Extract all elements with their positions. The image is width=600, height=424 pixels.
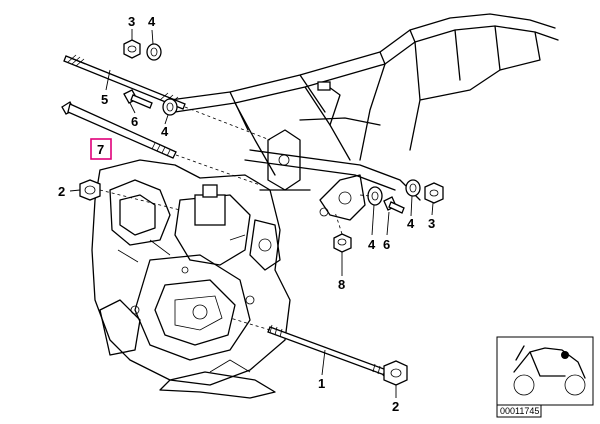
- callout-3-right: 3: [428, 216, 435, 231]
- part-4-washer-right-b: [405, 179, 421, 197]
- part-6-bolt-top: [123, 89, 153, 109]
- part-5-long-bolt: [63, 54, 186, 110]
- part-7-bolt: [61, 101, 177, 159]
- part-6-bolt-right: [383, 196, 405, 214]
- callout-4-top: 4: [148, 14, 156, 29]
- callout-5: 5: [101, 92, 108, 107]
- callout-2-upper: 2: [58, 184, 65, 199]
- leader-lines: [69, 29, 434, 398]
- callout-6-top: 6: [131, 114, 138, 129]
- part-4-washer-mid: [162, 98, 178, 116]
- callout-3-top: 3: [128, 14, 135, 29]
- callout-4-mid: 4: [161, 124, 169, 139]
- location-thumbnail: 00011745: [496, 336, 594, 418]
- callout-7: 7: [97, 142, 104, 157]
- callout-6-right: 6: [383, 237, 390, 252]
- part-2-nut-upper: [79, 179, 101, 201]
- callout-8: 8: [338, 277, 345, 292]
- part-8-cap-nut: [333, 233, 352, 253]
- motorcycle-thumbnail-icon: [513, 345, 586, 396]
- part-4-washer-right-a: [367, 186, 383, 206]
- part-3-nut-right: [424, 182, 444, 204]
- callout-4-right-a: 4: [368, 237, 376, 252]
- part-1-through-bolt: [267, 324, 393, 378]
- frame-assembly: [169, 13, 559, 221]
- callout-7-highlight-box: [90, 138, 112, 160]
- assembly-guide-lines: [99, 106, 371, 331]
- part-2-nut-lower: [383, 360, 408, 386]
- callout-4-right-b: 4: [407, 216, 415, 231]
- part-4-washer-top: [146, 43, 162, 61]
- callout-2-lower: 2: [392, 399, 399, 414]
- engine-block: [91, 159, 291, 399]
- thumbnail-reference-number: 00011745: [500, 406, 539, 416]
- part-3-nut-top: [123, 39, 141, 59]
- callout-1: 1: [318, 376, 325, 391]
